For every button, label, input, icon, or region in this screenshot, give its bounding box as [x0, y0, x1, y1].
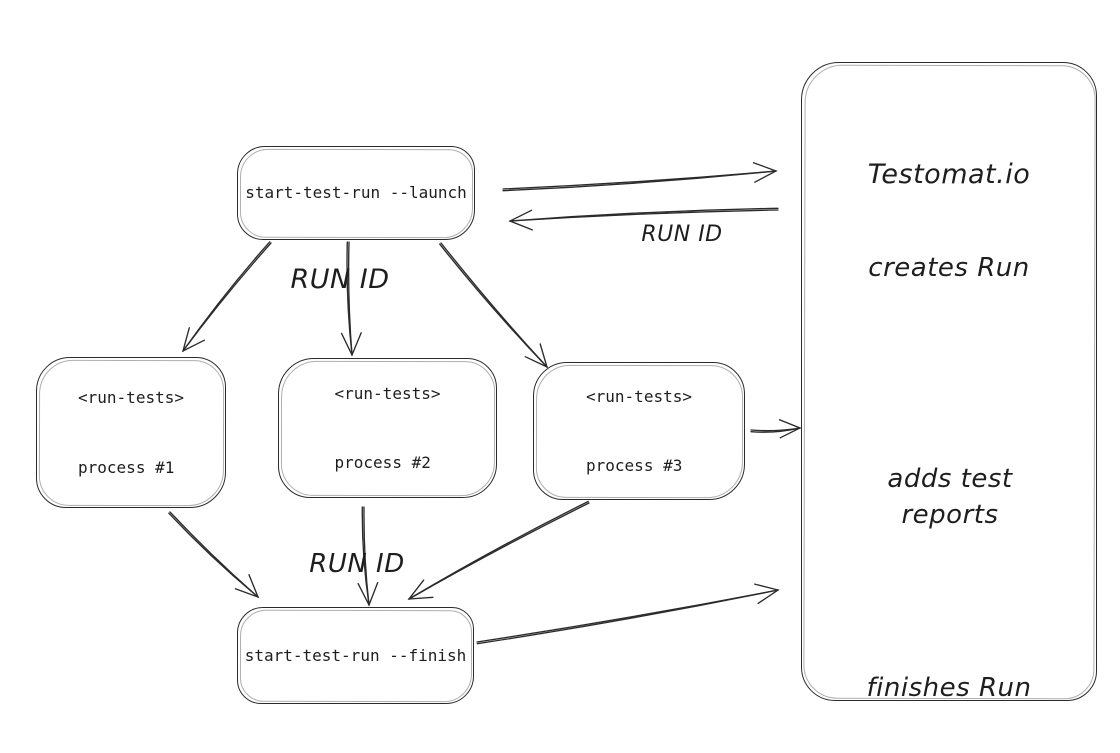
testomat-step-creates-run: creates Run	[868, 253, 1030, 283]
arrow-launch-to-testomat	[502, 162, 778, 192]
arrow-launch-to-process-3	[439, 242, 549, 369]
process-2-line-1: <run-tests>	[334, 383, 441, 403]
launch-command-node: start-test-run --launch	[237, 146, 475, 240]
arrow-process-3-to-testomat	[750, 419, 802, 439]
finish-command-label: start-test-run --finish	[244, 645, 467, 665]
arrow-finish-to-testomat	[476, 583, 780, 645]
testomat-step-adds-test-reports: adds test reports	[887, 464, 1013, 531]
process-1-node: <run-tests> process #1	[36, 357, 226, 508]
testomat-step-finishes-run: finishes Run	[866, 673, 1032, 703]
launch-command-label: start-test-run --launch	[245, 183, 467, 203]
arrow-testomat-to-launch	[508, 207, 779, 231]
edge-label-run-id-fan-out: RUN ID	[290, 264, 390, 295]
process-1-line-1: <run-tests>	[78, 388, 184, 408]
testomat-panel: Testomat.io creates Run adds test report…	[801, 62, 1097, 703]
finish-command-node: start-test-run --finish	[237, 607, 474, 704]
process-3-line-1: <run-tests>	[586, 386, 692, 406]
process-2-line-2: process #2	[334, 453, 431, 473]
arrow-process-3-to-finish	[407, 500, 590, 600]
edge-label-run-id-fan-in: RUN ID	[309, 549, 405, 579]
edge-label-run-id-response: RUN ID	[641, 222, 723, 247]
process-1-line-2: process #1	[78, 457, 175, 477]
arrow-launch-to-process-2	[340, 241, 362, 357]
process-3-node: <run-tests> process #3	[533, 362, 745, 500]
process-3-line-2: process #3	[586, 456, 683, 476]
arrow-launch-to-process-1	[181, 241, 272, 353]
process-2-node: <run-tests> process #2	[278, 358, 497, 498]
arrow-process-1-to-finish	[168, 511, 260, 599]
arrow-process-2-to-finish	[357, 506, 379, 607]
testomat-title: Testomat.io	[867, 159, 1031, 190]
